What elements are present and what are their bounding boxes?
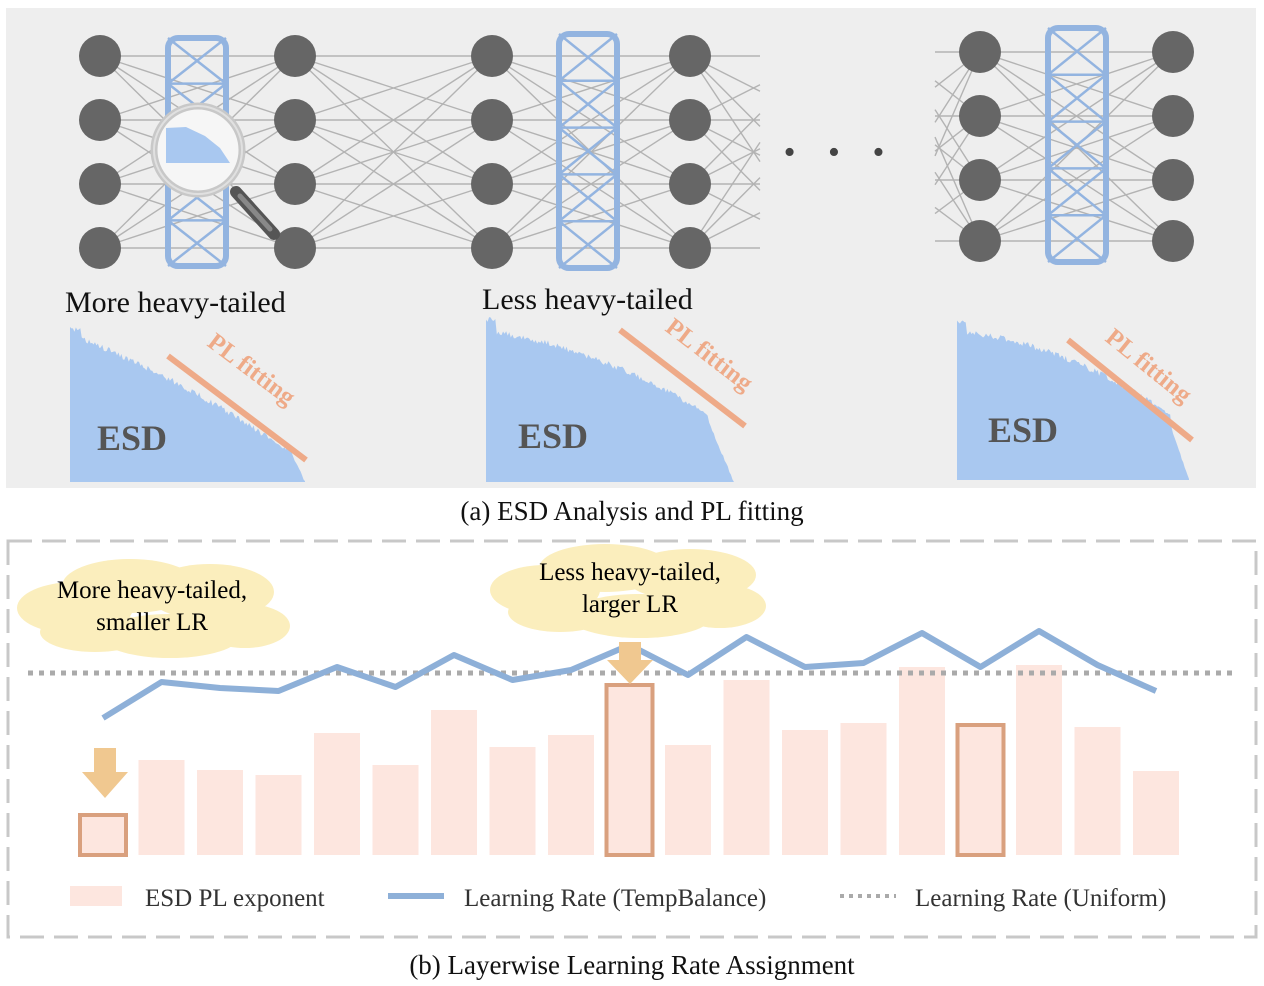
esd-pl-bars — [78, 665, 1179, 857]
bar — [314, 733, 360, 855]
bar — [840, 723, 887, 855]
bar — [372, 765, 419, 855]
bar — [1016, 665, 1062, 855]
neuron-node — [1152, 95, 1194, 137]
esd-label: ESD — [97, 418, 167, 458]
arrow-down-right — [607, 642, 653, 684]
network-nodes — [79, 31, 1194, 269]
neuron-node — [669, 163, 711, 205]
neuron-node — [274, 99, 316, 141]
neuron-node — [669, 35, 711, 77]
neuron-node — [274, 227, 316, 269]
bar — [899, 667, 945, 855]
bar — [138, 760, 185, 855]
pl-fit-line — [1066, 337, 1194, 443]
caption-a: (a) ESD Analysis and PL fitting — [460, 496, 804, 526]
neuron-node — [274, 163, 316, 205]
neuron-node — [959, 220, 1001, 262]
bar-highlighted — [78, 813, 128, 857]
legend: ESD PL exponent Learning Rate (TempBalan… — [70, 885, 1166, 912]
bar-highlighted — [955, 723, 1006, 857]
neuron-node — [471, 99, 513, 141]
bar — [489, 747, 536, 855]
legend-line-label: Learning Rate (TempBalance) — [464, 885, 766, 912]
neuron-node — [959, 159, 1001, 201]
bar — [197, 770, 243, 855]
neuron-node — [79, 99, 121, 141]
pl-fit-line — [166, 353, 308, 463]
bar — [431, 710, 477, 855]
neuron-node — [471, 163, 513, 205]
callout-right-line2: larger LR — [582, 591, 678, 618]
bar — [1074, 727, 1121, 855]
neuron-node — [274, 35, 316, 77]
neuron-node — [79, 163, 121, 205]
neuron-node — [959, 31, 1001, 73]
neuron-node — [669, 99, 711, 141]
neuron-node — [79, 35, 121, 77]
layer-label-more-heavy: More heavy-tailed — [65, 286, 286, 319]
bar — [782, 730, 828, 855]
bar — [665, 745, 711, 855]
arrow-down-left — [82, 748, 128, 798]
legend-dotted-label: Learning Rate (Uniform) — [915, 885, 1166, 912]
esd-label: ESD — [988, 410, 1058, 450]
bar — [1133, 771, 1179, 855]
callout-cloud-right: Less heavy-tailed, larger LR — [490, 544, 766, 638]
bar — [255, 775, 302, 855]
callout-left-line2: smaller LR — [96, 609, 208, 636]
neuron-node — [1152, 31, 1194, 73]
bar-highlighted — [604, 683, 655, 857]
ellipsis: • • • — [784, 134, 897, 171]
neuron-node — [669, 227, 711, 269]
pl-fit-line — [618, 327, 747, 429]
caption-b: (b) Layerwise Learning Rate Assignment — [409, 950, 855, 980]
neuron-node — [959, 95, 1001, 137]
bar — [723, 680, 770, 855]
legend-bar-swatch — [70, 886, 122, 906]
layer-box — [556, 31, 620, 271]
neuron-node — [471, 35, 513, 77]
esd-label: ESD — [518, 416, 588, 456]
network-diagram: • • • More heavy-tailed Less heavy-taile… — [65, 25, 1197, 482]
callout-left-line1: More heavy-tailed, — [57, 577, 247, 604]
neuron-node — [471, 227, 513, 269]
bar — [548, 735, 594, 855]
layer-box — [1045, 25, 1109, 265]
neuron-node — [1152, 159, 1194, 201]
callout-cloud-left: More heavy-tailed, smaller LR — [17, 559, 290, 658]
legend-bar-label: ESD PL exponent — [145, 885, 325, 912]
neuron-node — [79, 227, 121, 269]
panel-b-border — [6, 539, 1258, 939]
neuron-node — [1152, 220, 1194, 262]
magnifier-icon — [150, 102, 280, 240]
layer-label-less-heavy: Less heavy-tailed — [482, 283, 693, 316]
callout-right-line1: Less heavy-tailed, — [539, 559, 721, 586]
